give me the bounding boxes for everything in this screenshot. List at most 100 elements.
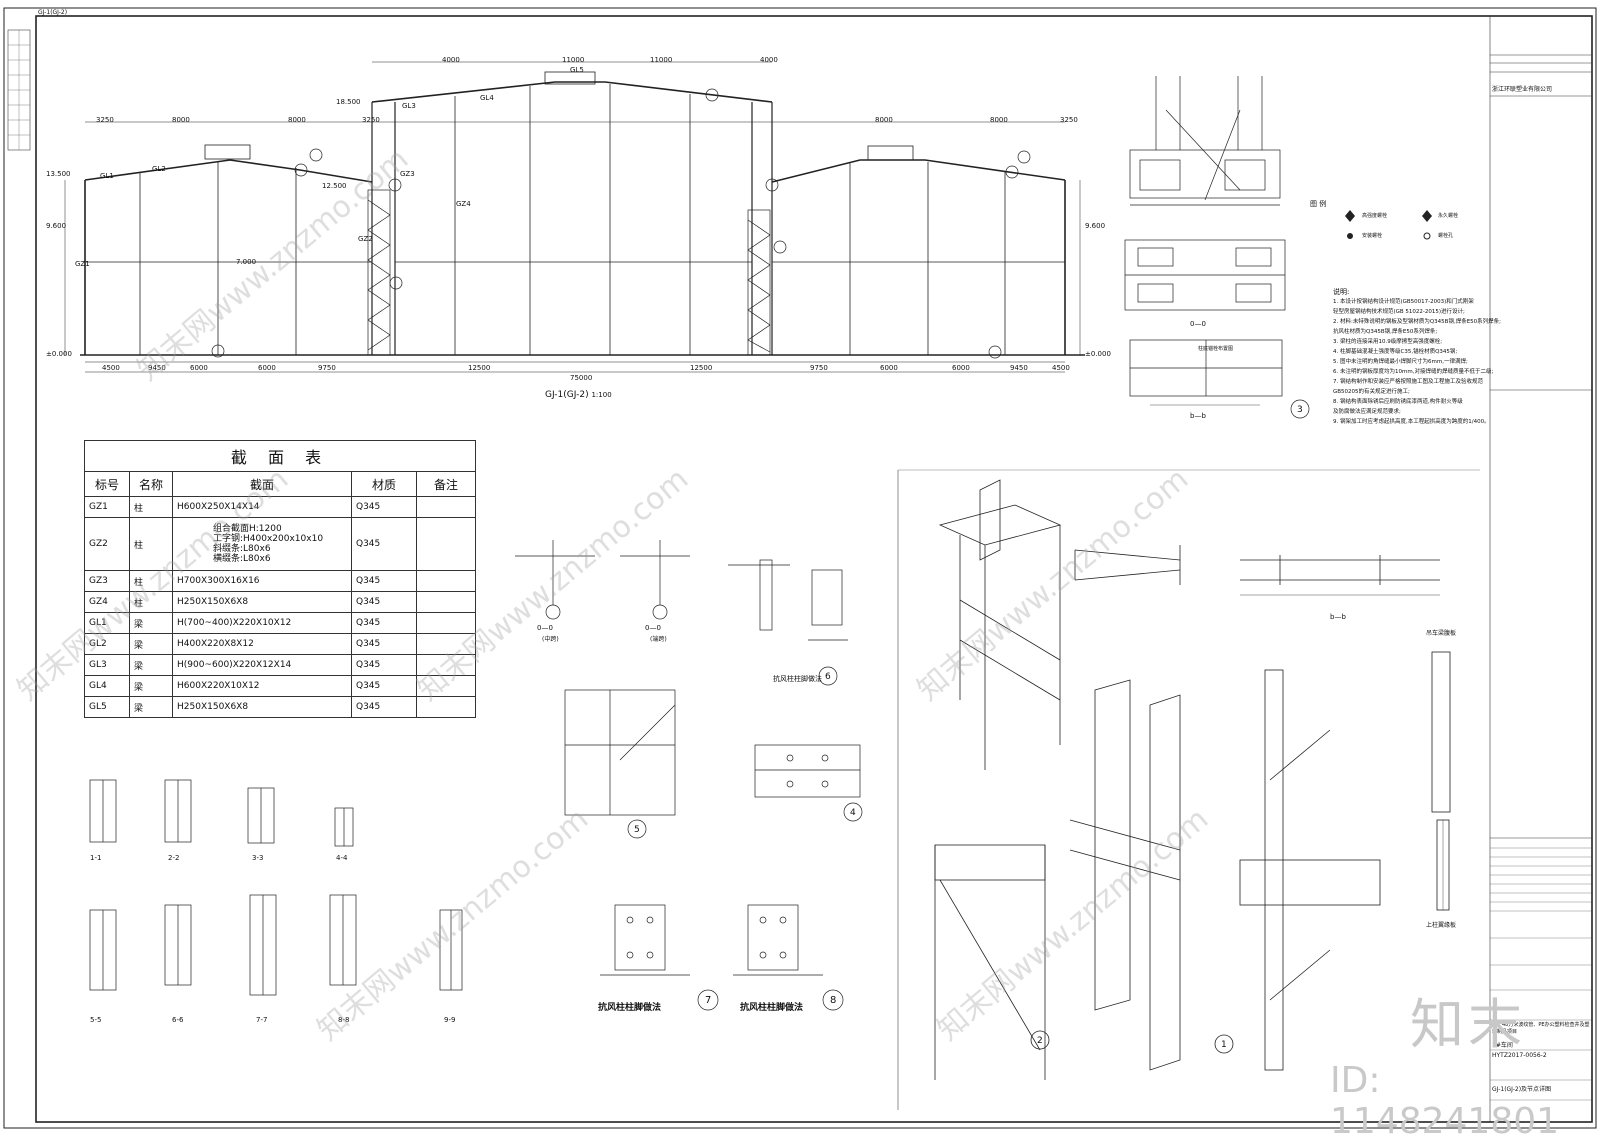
elev-13500: 13.500 [46,170,71,178]
span-dim-5: 8000 [875,116,893,124]
detail-number-3: 3 [1297,405,1303,415]
title-block-project: 年产48万米波纹管、PE办公塑料检查井及塑料制品项目 [1492,1022,1590,1035]
bottom-dim-10: 6000 [952,364,970,372]
top-dim-3: 11000 [650,56,673,64]
note-line: 6. 未注明的钢板厚度均为10mm,对接焊缝的焊缝质量不低于二级; [1333,369,1494,375]
beam-label-gl2: GL2 [152,165,166,173]
span-dim-6: 8000 [990,116,1008,124]
elev-0000: ±0.000 [46,350,72,358]
note-line: 7. 钢结构制作和安装应严格按照施工图及工程施工及验收规范 [1333,379,1483,385]
isometric-details [897,469,1480,1110]
caption-side-span: (端跨) [650,636,667,643]
detail-number-6: 6 [825,672,831,682]
detail-number-7: 7 [705,995,712,1006]
note-line: 轻型房屋钢结构技术规范(GB 51022-2015)进行设计; [1333,309,1465,315]
design-notes: 说明: 1. 本设计按钢结构设计规范(GB50017-2003)和门式刚架 轻型… [1333,287,1502,427]
elevation-title: GJ-1(GJ-2) 1:100 [545,390,612,400]
title-block-drawing-title: GJ-1(GJ-2)及节点详图 [1492,1086,1552,1093]
span-dim-2: 8000 [172,116,190,124]
frame-elevation [64,61,1085,373]
section-details [89,779,463,996]
top-dim-4: 4000 [760,56,778,64]
section-label-8-8: 8-8 [338,1016,350,1024]
note-line: 及防腐做法应满足规范要求; [1333,409,1401,415]
bottom-dim-6: 12500 [468,364,491,372]
title-block-frame [1489,16,1592,1122]
top-dim-1: 4000 [442,56,460,64]
bottom-dim-3: 6000 [190,364,208,372]
col-header-name: 名称 [129,471,173,497]
top-dim-2: 11000 [562,56,585,64]
col-header-material: 材质 [351,471,417,497]
caption-wind-col-base-8: 抗风柱柱脚做法 [740,1003,804,1013]
caption-o-o-side: 0—0 [645,624,661,632]
note-line: 1. 本设计按钢结构设计规范(GB50017-2003)和门式刚架 [1333,299,1474,305]
note-line: 8. 钢结构表面除锈后应刷防锈底漆两道,构件耐火等级 [1333,399,1463,405]
column-label-gz2: GZ2 [358,235,373,243]
elev-18500: 18.500 [336,98,361,106]
caption-b-b-top: b—b [1190,412,1206,420]
note-line: 3. 梁柱的连接采用10.9级摩擦型高强度螺栓; [1333,339,1443,345]
column-label-gz1: GZ1 [75,260,90,268]
bottom-dim-7: 12500 [690,364,713,372]
col-header-code: 标号 [84,471,130,497]
title-block-company: 浙江环联塑业有限公司 [1492,86,1553,93]
legend-item-hs-bolt: 高强度螺栓 [1362,213,1388,219]
bottom-dim-5: 9750 [318,364,336,372]
detail-number-8: 8 [830,995,837,1006]
section-label-6-6: 6-6 [172,1016,184,1024]
section-label-9-9: 9-9 [444,1016,456,1024]
elev-9600-right: 9.600 [1085,222,1106,230]
section-label-3-3: 3-3 [252,854,264,862]
elev-12500: 12.500 [322,182,347,190]
caption-wind-col-base-6: 抗风柱柱脚做法 [773,675,822,683]
note-line: 4. 柱脚基础混凝土强度等级C35,锚栓材质Q345钢; [1333,349,1458,355]
caption-wind-col-base-7: 抗风柱柱脚做法 [598,1003,662,1013]
column-label-gz4: GZ4 [456,200,471,208]
beam-label-gl5: GL5 [570,66,584,74]
bottom-dim-1: 4500 [102,364,120,372]
notes-title: 说明: [1333,288,1350,296]
section-label-7-7: 7-7 [256,1016,268,1024]
column-label-gz3: GZ3 [400,170,415,178]
elev-7000: 7.000 [236,258,257,266]
detail-number-5: 5 [634,825,640,835]
col-header-note: 备注 [416,471,476,497]
detail-number-1: 1 [1221,1040,1227,1050]
section-table-title: 截 面 表 [84,440,476,472]
legend-item-bolt-hole: 螺栓孔 [1438,233,1454,239]
span-dim-3: 8000 [288,116,306,124]
note-line: 9. 钢架加工时应考虑起拱高度,本工程起拱高度为跨度的1/400。 [1333,419,1490,425]
bottom-dim-11: 9450 [1010,364,1028,372]
watermark-id: ID: 1148241801 [1330,1060,1560,1142]
total-dim: 75000 [570,374,593,382]
bottom-dim-9: 6000 [880,364,898,372]
elev-9600: 9.600 [46,222,67,230]
title-block-drawing-no: HYTZ2017-0056-2 [1492,1052,1547,1059]
caption-b-b: b—b [1330,613,1346,621]
beam-label-gl3: GL3 [402,102,416,110]
bottom-dim-8: 9750 [810,364,828,372]
legend-item-install-bolt: 安装螺栓 [1362,233,1383,239]
note-line: GB50205的有关规定进行施工; [1333,389,1410,395]
center-details [515,540,863,1011]
beam-label-gl4: GL4 [480,94,494,102]
bottom-dim-2: 9450 [148,364,166,372]
detail-3-drawing [1124,76,1310,419]
beam-label-gl1: GL1 [100,172,114,180]
note-line: 5. 图中未注明的角焊缝最小焊脚尺寸为6mm,一律满焊; [1333,359,1468,365]
note-line: 2. 材料:未特殊说明的钢板及型钢材质为Q345B钢,焊条E50系列焊条; [1333,319,1502,325]
span-dim-1: 3250 [96,116,114,124]
section-label-1-1: 1-1 [90,854,102,862]
note-line: 抗风柱材质为Q345B钢,焊条E50系列焊条; [1333,329,1438,335]
section-label-2-2: 2-2 [168,854,180,862]
elev-0000-right: ±0.000 [1085,350,1111,358]
